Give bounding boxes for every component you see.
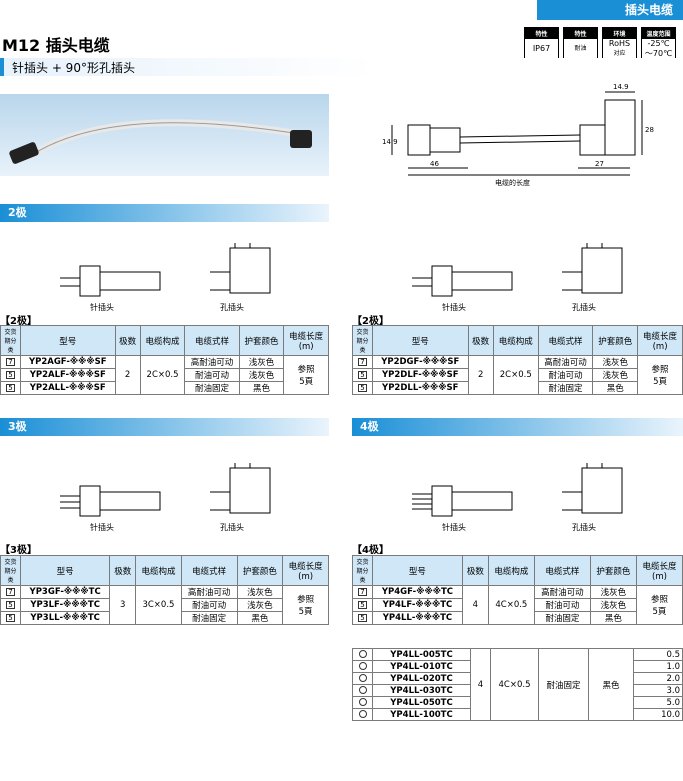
circle-icon — [358, 698, 367, 706]
svg-text:针插头: 针插头 — [442, 302, 466, 312]
page-title: M12 插头电缆 — [2, 36, 110, 55]
dim-length: 46 — [430, 160, 439, 168]
table-label: 【2极】 — [352, 316, 389, 327]
svg-text:孔插头: 孔插头 — [220, 302, 244, 312]
circle-icon — [358, 674, 367, 682]
spec-badge: 特性耐油 — [563, 27, 598, 60]
table-label: 【4极】 — [352, 545, 389, 556]
spec-badge: 温度范围-25℃～70℃ — [641, 27, 676, 60]
dim-width: 14.9 — [613, 83, 629, 91]
circle-icon — [358, 686, 367, 694]
circle-icon — [358, 710, 367, 718]
section-2pole: 2极 — [0, 204, 329, 222]
svg-text:针插头: 针插头 — [442, 522, 466, 532]
dim-height: 28 — [645, 126, 654, 134]
table-label: 【3极】 — [0, 545, 37, 556]
category-tag: 插头电缆 — [537, 0, 683, 20]
dim-diameter: 14.9 — [382, 138, 398, 146]
section-3pole: 3极 — [0, 418, 329, 436]
wiring-diagram-4: 针插头 孔插头 — [412, 463, 623, 532]
svg-text:针插头: 针插头 — [90, 522, 114, 532]
subtitle: 针插头 + 90°形孔插头 — [12, 61, 135, 75]
svg-text:孔插头: 孔插头 — [572, 302, 596, 312]
svg-text:针插头: 针插头 — [90, 302, 114, 312]
cable-photo-icon — [9, 119, 312, 164]
wiring-diagram-3: 针插头 孔插头 — [60, 463, 271, 532]
svg-text:孔插头: 孔插头 — [220, 522, 244, 532]
svg-text:孔插头: 孔插头 — [572, 522, 596, 532]
dimension-drawing: 14.9 14.9 28 46 27 电缆的长度 — [382, 83, 654, 187]
circle-icon — [358, 650, 367, 658]
section-4pole: 4极 — [352, 418, 683, 436]
wiring-diagram-2a: 针插头 孔插头 — [60, 243, 271, 312]
circle-icon — [358, 662, 367, 670]
product-photo — [0, 94, 329, 176]
table-label: 【2极】 — [0, 316, 37, 327]
subtitle-bar: 针插头 + 90°形孔插头 — [0, 58, 683, 76]
wiring-diagram-2b: 针插头 孔插头 — [412, 243, 623, 312]
dim-cable: 电缆的长度 — [495, 178, 530, 187]
dim-socket: 27 — [595, 160, 604, 168]
